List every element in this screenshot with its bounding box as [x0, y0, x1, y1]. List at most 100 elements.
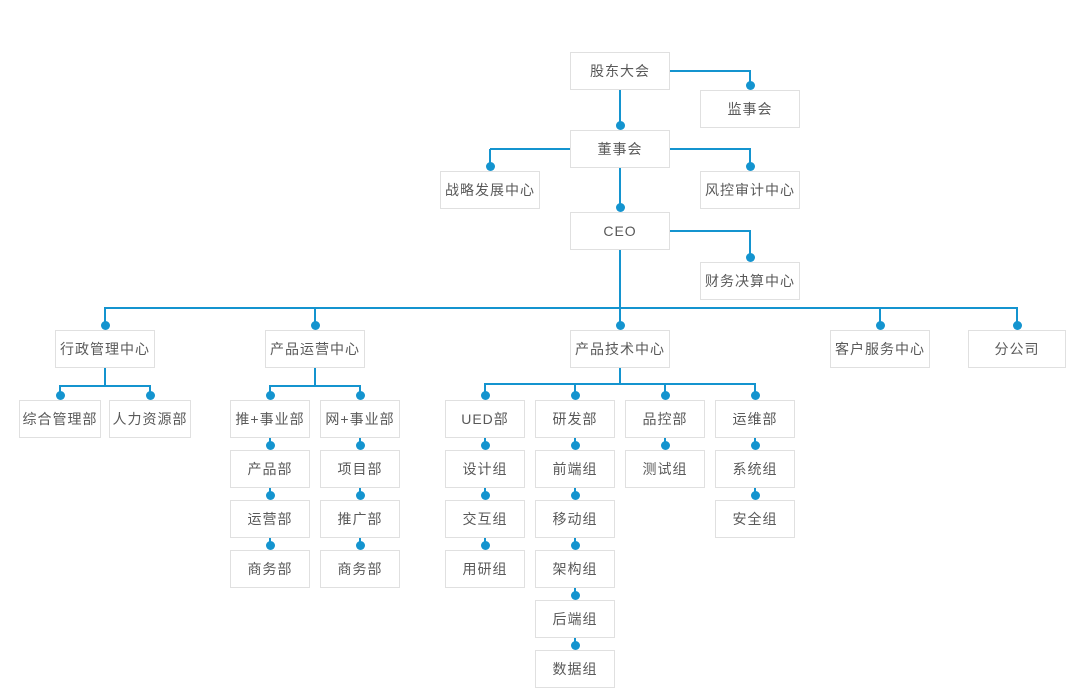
connector-line — [1016, 308, 1018, 325]
org-node-product_dept: 产品部 — [230, 450, 310, 488]
org-node-tui_bu: 推+事业部 — [230, 400, 310, 438]
connector-dot — [355, 490, 365, 500]
connector-line — [314, 368, 316, 386]
org-node-promo_dept: 推广部 — [320, 500, 400, 538]
connector-line — [664, 384, 666, 395]
connector-line — [574, 384, 576, 395]
org-node-mobile_grp: 移动组 — [535, 500, 615, 538]
connector-line — [879, 308, 881, 325]
org-node-project_dept: 项目部 — [320, 450, 400, 488]
org-node-ops_dept: 运营部 — [230, 500, 310, 538]
connector-line — [619, 90, 621, 125]
connector-dot — [265, 540, 275, 550]
connector-dot — [745, 80, 755, 90]
connector-line — [490, 148, 571, 150]
org-node-interact_grp: 交互组 — [445, 500, 525, 538]
connector-line — [314, 308, 316, 325]
connector-dot — [570, 390, 580, 400]
org-node-strategy: 战略发展中心 — [440, 171, 540, 209]
connector-dot — [355, 390, 365, 400]
org-node-prod_ops: 产品运营中心 — [265, 330, 365, 368]
org-node-wang_bu: 网+事业部 — [320, 400, 400, 438]
org-node-branch_co: 分公司 — [968, 330, 1066, 368]
connector-dot — [485, 161, 495, 171]
connector-line — [269, 385, 361, 387]
connector-line — [484, 383, 756, 385]
connector-dot — [660, 440, 670, 450]
connector-line — [104, 368, 106, 386]
connector-line — [670, 148, 751, 150]
org-node-finance: 财务决算中心 — [700, 262, 800, 300]
org-node-board: 董事会 — [570, 130, 670, 168]
org-node-ceo: CEO — [570, 212, 670, 250]
connector-dot — [615, 120, 625, 130]
org-node-security_grp: 安全组 — [715, 500, 795, 538]
connector-dot — [745, 161, 755, 171]
org-node-test_grp: 测试组 — [625, 450, 705, 488]
connector-line — [619, 368, 621, 384]
connector-dot — [265, 390, 275, 400]
connector-dot — [875, 320, 885, 330]
connector-dot — [570, 440, 580, 450]
connector-line — [104, 307, 1018, 309]
connector-dot — [750, 390, 760, 400]
connector-line — [104, 308, 106, 325]
connector-dot — [615, 202, 625, 212]
connector-line — [670, 70, 751, 72]
connector-line — [619, 308, 621, 325]
connector-dot — [660, 390, 670, 400]
connector-dot — [570, 640, 580, 650]
connector-line — [59, 385, 151, 387]
org-node-ued: UED部 — [445, 400, 525, 438]
connector-line — [619, 168, 621, 207]
connector-dot — [750, 440, 760, 450]
org-node-prod_tech: 产品技术中心 — [570, 330, 670, 368]
org-node-research_grp: 用研组 — [445, 550, 525, 588]
org-node-gen_mgmt: 综合管理部 — [19, 400, 101, 438]
org-node-cust_svc: 客户服务中心 — [830, 330, 930, 368]
org-node-biz_dept_1: 商务部 — [230, 550, 310, 588]
connector-dot — [265, 490, 275, 500]
connector-dot — [570, 540, 580, 550]
org-node-rnd: 研发部 — [535, 400, 615, 438]
connector-line — [749, 231, 751, 257]
connector-dot — [750, 490, 760, 500]
org-node-admin_center: 行政管理中心 — [55, 330, 155, 368]
connector-dot — [355, 540, 365, 550]
org-node-data_grp: 数据组 — [535, 650, 615, 688]
connector-dot — [480, 540, 490, 550]
org-node-arch_grp: 架构组 — [535, 550, 615, 588]
org-node-risk_audit: 风控审计中心 — [700, 171, 800, 209]
connector-line — [619, 250, 621, 308]
connector-dot — [355, 440, 365, 450]
connector-line — [489, 149, 491, 166]
connector-dot — [570, 490, 580, 500]
org-node-hr: 人力资源部 — [109, 400, 191, 438]
org-node-frontend_grp: 前端组 — [535, 450, 615, 488]
connector-dot — [265, 440, 275, 450]
org-node-biz_dept_2: 商务部 — [320, 550, 400, 588]
connector-dot — [480, 390, 490, 400]
org-node-qc: 品控部 — [625, 400, 705, 438]
org-node-system_grp: 系统组 — [715, 450, 795, 488]
connector-dot — [615, 320, 625, 330]
connector-dot — [100, 320, 110, 330]
org-node-backend_grp: 后端组 — [535, 600, 615, 638]
connector-line — [670, 230, 751, 232]
org-node-design_grp: 设计组 — [445, 450, 525, 488]
org-node-shareholders: 股东大会 — [570, 52, 670, 90]
connector-dot — [745, 252, 755, 262]
connector-line — [749, 71, 751, 85]
org-node-supervisory: 监事会 — [700, 90, 800, 128]
connector-dot — [310, 320, 320, 330]
connector-line — [749, 149, 751, 166]
connector-line — [484, 384, 486, 395]
connector-dot — [480, 440, 490, 450]
connector-dot — [145, 390, 155, 400]
connector-dot — [55, 390, 65, 400]
connector-dot — [480, 490, 490, 500]
connector-dot — [1012, 320, 1022, 330]
connector-dot — [570, 590, 580, 600]
org-node-devops: 运维部 — [715, 400, 795, 438]
